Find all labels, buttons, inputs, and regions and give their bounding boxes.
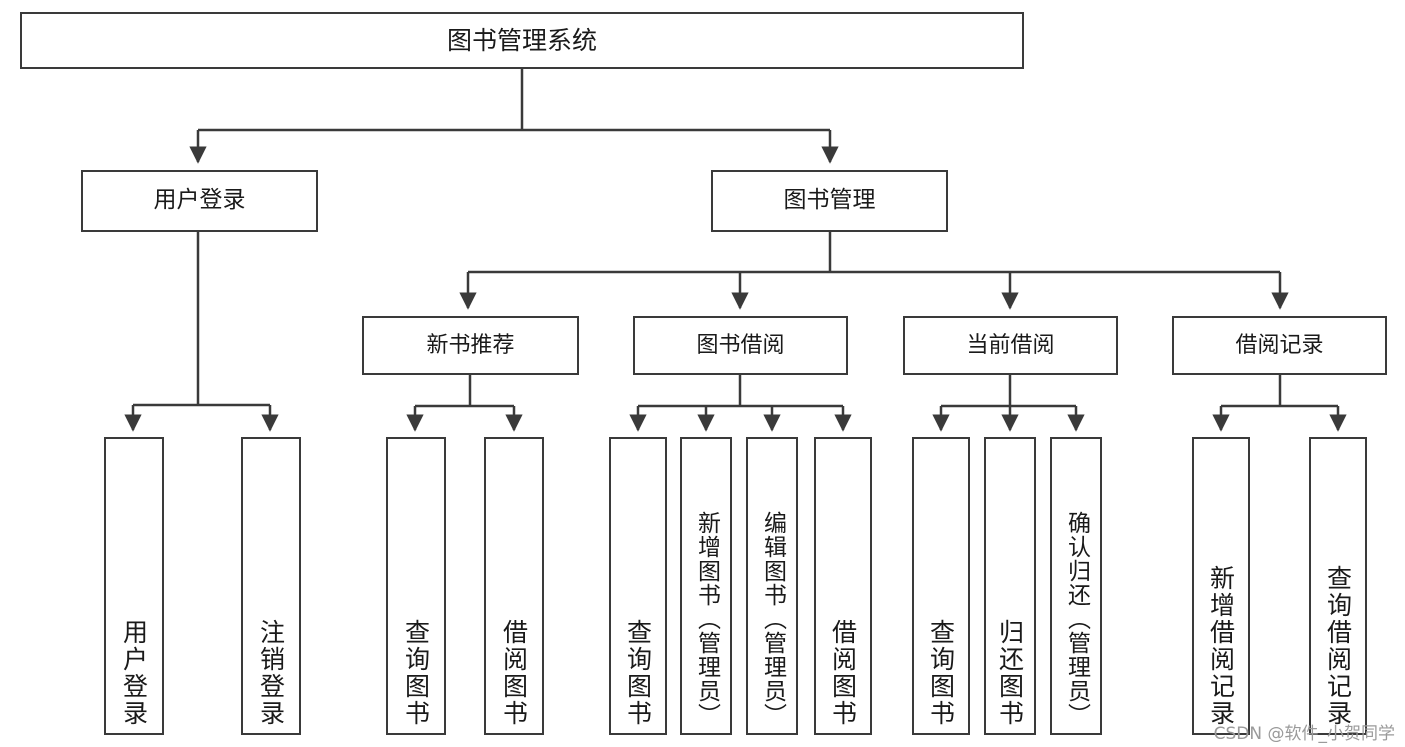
node-book-management[interactable]: 图书管理 — [711, 170, 948, 232]
node-current-borrow[interactable]: 当前借阅 — [903, 316, 1118, 375]
leaf-confirm-return-admin[interactable]: 确认归还（管理员） — [1050, 437, 1102, 735]
node-label: 借阅图书 — [499, 619, 529, 727]
node-label: 查询图书 — [623, 619, 653, 727]
node-label: 图书管理 — [783, 187, 876, 214]
node-label: 编辑图书（管理员） — [759, 511, 786, 727]
node-label: 图书管理系统 — [446, 25, 597, 55]
node-label: 查询图书 — [401, 619, 431, 727]
node-label: 新增图书（管理员） — [693, 511, 720, 727]
node-borrow-record[interactable]: 借阅记录 — [1172, 316, 1387, 375]
node-label: 查询借阅记录 — [1323, 565, 1353, 727]
leaf-borrow-book[interactable]: 借阅图书 — [814, 437, 872, 735]
node-label: 借阅记录 — [1235, 332, 1324, 358]
leaf-query-book-current[interactable]: 查询图书 — [912, 437, 970, 735]
node-label: 新书推荐 — [426, 332, 515, 358]
node-user-login[interactable]: 用户登录 — [81, 170, 318, 232]
node-label: 确认归还（管理员） — [1063, 511, 1090, 727]
node-label: 借阅图书 — [828, 619, 858, 727]
leaf-query-borrow-record[interactable]: 查询借阅记录 — [1309, 437, 1367, 735]
leaf-borrow-book-recommend[interactable]: 借阅图书 — [484, 437, 544, 735]
leaf-add-borrow-record[interactable]: 新增借阅记录 — [1192, 437, 1250, 735]
node-label: 当前借阅 — [966, 332, 1055, 358]
node-label: 新增借阅记录 — [1206, 565, 1236, 727]
node-label: 用户登录 — [153, 187, 246, 214]
node-label: 用户登录 — [119, 619, 149, 727]
leaf-edit-book-admin[interactable]: 编辑图书（管理员） — [746, 437, 798, 735]
leaf-user-login[interactable]: 用户登录 — [104, 437, 164, 735]
node-label: 查询图书 — [926, 619, 956, 727]
node-root-system[interactable]: 图书管理系统 — [20, 12, 1024, 69]
node-label: 注销登录 — [256, 619, 286, 727]
node-label: 图书借阅 — [696, 332, 785, 358]
leaf-return-book[interactable]: 归还图书 — [984, 437, 1036, 735]
leaf-add-book-admin[interactable]: 新增图书（管理员） — [680, 437, 732, 735]
leaf-query-book-borrow[interactable]: 查询图书 — [609, 437, 667, 735]
node-new-book-recommend[interactable]: 新书推荐 — [362, 316, 579, 375]
node-book-borrow[interactable]: 图书借阅 — [633, 316, 848, 375]
leaf-logout[interactable]: 注销登录 — [241, 437, 301, 735]
leaf-query-book-recommend[interactable]: 查询图书 — [386, 437, 446, 735]
node-label: 归还图书 — [995, 619, 1025, 727]
